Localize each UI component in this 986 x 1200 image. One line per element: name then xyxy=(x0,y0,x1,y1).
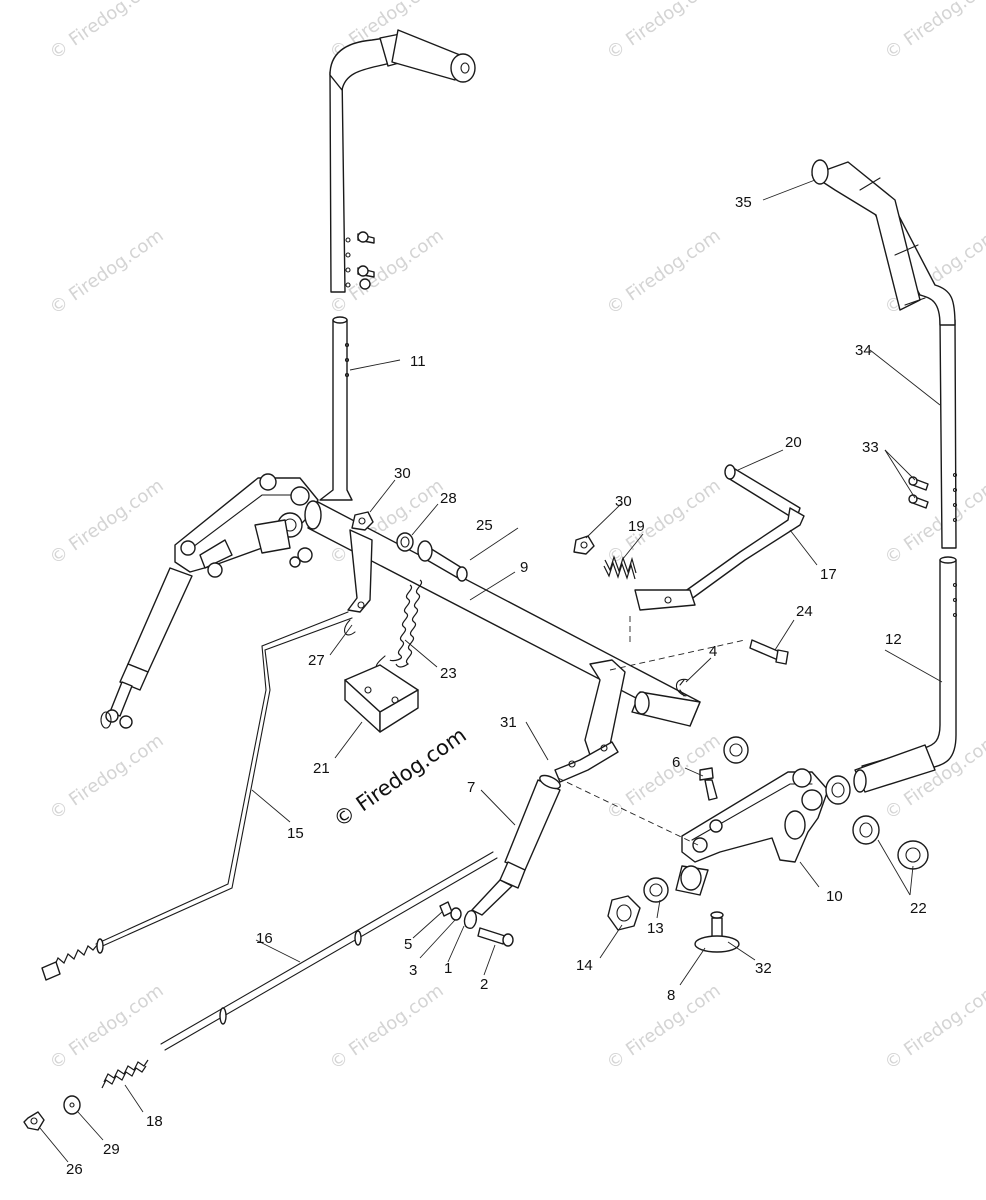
handle-bolts-left xyxy=(357,231,375,290)
left-damper xyxy=(100,567,193,729)
right-handle-grip-35 xyxy=(811,159,926,311)
callout-5: 5 xyxy=(404,936,412,953)
callout-35: 35 xyxy=(735,194,752,211)
callout-21: 21 xyxy=(313,760,330,777)
callout-28: 28 xyxy=(440,490,457,507)
callout-19: 19 xyxy=(628,518,645,535)
spring-19 xyxy=(603,555,637,580)
spring-23 xyxy=(375,579,422,671)
callout-8: 8 xyxy=(667,987,675,1004)
watermark: © Firedog.com xyxy=(603,0,725,64)
callout-29: 29 xyxy=(103,1141,120,1158)
l-bracket-21 xyxy=(344,664,419,733)
callout-4: 4 xyxy=(709,643,717,660)
clip-27 xyxy=(344,619,356,636)
callout-22: 22 xyxy=(910,900,927,917)
bushing-22b xyxy=(852,815,880,845)
callout-17: 17 xyxy=(820,566,837,583)
watermark: © Firedog.com xyxy=(603,475,725,569)
left-crossbar-bracket xyxy=(347,529,373,613)
damper-7 xyxy=(471,774,561,916)
bushing-13 xyxy=(643,865,709,903)
callout-20: 20 xyxy=(785,434,802,451)
watermark: © Firedog.com xyxy=(46,980,168,1074)
clip-4 xyxy=(675,678,689,697)
left-handle-upper xyxy=(329,29,476,293)
watermark: © Firedog.com xyxy=(603,225,725,319)
nut-30-right xyxy=(573,535,595,555)
callout-25: 25 xyxy=(476,517,493,534)
nut-26 xyxy=(23,1111,45,1131)
watermark: © Firedog.com xyxy=(46,225,168,319)
bushing-22a xyxy=(825,775,851,805)
watermark: © Firedog.com xyxy=(326,980,448,1074)
nut-30-left xyxy=(351,511,374,531)
callout-7: 7 xyxy=(467,779,475,796)
callout-34: 34 xyxy=(855,342,872,359)
drive-rod-15 xyxy=(41,611,353,981)
watermark: © Firedog.com xyxy=(46,730,168,824)
watermark: © Firedog.com xyxy=(46,0,168,64)
callout-24: 24 xyxy=(796,603,813,620)
watermark: © Firedog.com xyxy=(881,0,986,64)
callout-15: 15 xyxy=(287,825,304,842)
watermark: © Firedog.com xyxy=(603,980,725,1074)
small-hardware-1-2-3-5 xyxy=(439,901,514,947)
callout-10: 10 xyxy=(826,888,843,905)
callout-11: 11 xyxy=(410,353,426,370)
callout-3: 3 xyxy=(409,962,417,979)
watermark: © Firedog.com xyxy=(46,475,168,569)
callout-18: 18 xyxy=(146,1113,163,1130)
callout-23: 23 xyxy=(440,665,457,682)
callout-1: 1 xyxy=(444,960,452,977)
watermark: © Firedog.com xyxy=(881,475,986,569)
callout-31: 31 xyxy=(500,714,517,731)
bolt-6 xyxy=(699,767,718,801)
callout-27: 27 xyxy=(308,652,325,669)
left-control-arm-housing xyxy=(174,473,319,578)
handle-bolts-33 xyxy=(908,476,929,509)
bracket-31 xyxy=(554,659,626,783)
left-handle-lower-11 xyxy=(319,316,353,501)
callout-26: 26 xyxy=(66,1161,83,1178)
callout-14: 14 xyxy=(576,957,593,974)
right-handle-lower-12 xyxy=(853,556,958,793)
callout-12: 12 xyxy=(885,631,902,648)
callout-30-right: 30 xyxy=(615,493,632,510)
assembly-lines xyxy=(557,612,746,846)
callout-16: 16 xyxy=(256,930,273,947)
callout-labels: 11 30 28 25 9 27 23 21 15 31 7 16 5 3 1 … xyxy=(66,194,927,1178)
right-control-arm-10 xyxy=(681,768,829,863)
callout-32: 32 xyxy=(755,960,772,977)
callout-30-left: 30 xyxy=(394,465,411,482)
callout-13: 13 xyxy=(647,920,664,937)
lever-arm-17 xyxy=(634,507,805,611)
center-watermark: © Firedog.com xyxy=(329,723,471,832)
callout-2: 2 xyxy=(480,976,488,993)
leader-lines xyxy=(39,179,943,1163)
bushing-28 xyxy=(396,532,414,552)
watermark: © Firedog.com xyxy=(881,980,986,1074)
bolt-32 xyxy=(694,911,740,953)
callout-6: 6 xyxy=(672,754,680,771)
callout-9: 9 xyxy=(520,559,528,576)
pin-25 xyxy=(417,540,468,582)
drive-rod-16 xyxy=(101,851,498,1089)
nut-14 xyxy=(607,895,641,931)
bolt-24 xyxy=(749,639,789,665)
callout-33: 33 xyxy=(862,439,879,456)
washer-29 xyxy=(63,1095,81,1115)
bushing-22c xyxy=(897,840,929,870)
crossbar-end-bushing xyxy=(723,736,749,764)
